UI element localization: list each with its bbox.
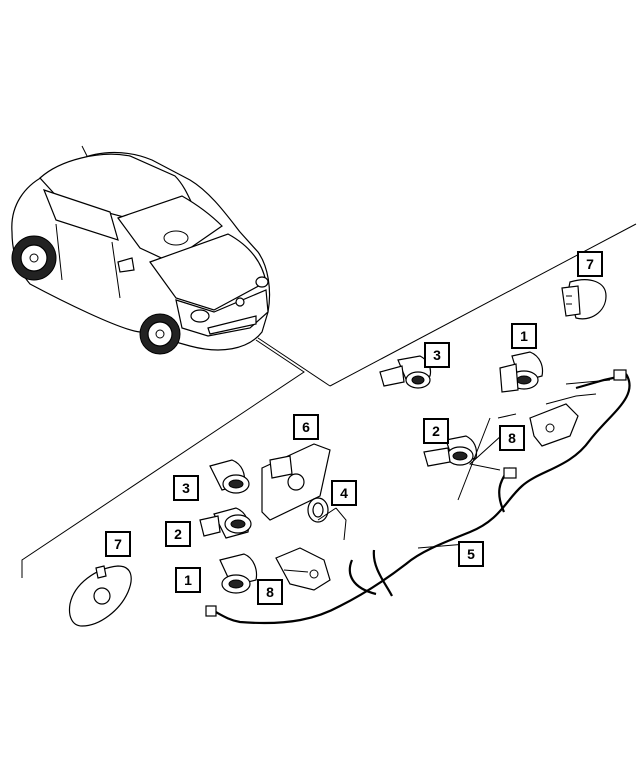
callout-8-lower: 8 xyxy=(257,579,283,605)
svg-text:6: 6 xyxy=(302,419,310,435)
callout-1-upper: 1 xyxy=(511,323,537,349)
svg-text:1: 1 xyxy=(520,328,528,344)
bumper-cover-part-7-upper xyxy=(561,279,607,320)
sensor-part-1-upper xyxy=(499,351,544,393)
callout-1-lower: 1 xyxy=(175,567,201,593)
bracket-part-8-lower xyxy=(275,547,331,591)
callout-8-upper: 8 xyxy=(499,425,525,451)
bezel-part-6 xyxy=(261,443,331,521)
sensor-part-2-upper xyxy=(423,435,478,467)
bracket-part-8-upper xyxy=(529,403,579,447)
bumper-cover-part-7-lower xyxy=(68,565,132,627)
callout-4: 4 xyxy=(331,480,357,506)
callout-3-lower: 3 xyxy=(173,475,199,501)
callout-7-lower: 7 xyxy=(105,531,131,557)
svg-text:7: 7 xyxy=(114,536,122,552)
callout-2-upper: 2 xyxy=(423,418,449,444)
ring-part-4 xyxy=(307,497,329,523)
svg-text:2: 2 xyxy=(174,526,182,542)
svg-text:3: 3 xyxy=(182,480,190,496)
svg-text:1: 1 xyxy=(184,572,192,588)
callout-2-lower: 2 xyxy=(165,521,191,547)
sensor-part-3-upper xyxy=(379,355,432,389)
callout-3-upper: 3 xyxy=(424,342,450,368)
svg-text:7: 7 xyxy=(586,256,594,272)
svg-text:5: 5 xyxy=(467,546,475,562)
svg-text:4: 4 xyxy=(340,485,348,501)
svg-text:8: 8 xyxy=(508,430,516,446)
svg-text:3: 3 xyxy=(433,347,441,363)
svg-text:8: 8 xyxy=(266,584,274,600)
sensor-part-3-lower xyxy=(209,459,250,494)
callout-6: 6 xyxy=(293,414,319,440)
callout-7-upper: 7 xyxy=(577,251,603,277)
sensor-part-2-lower xyxy=(199,507,252,539)
vehicle-illustration xyxy=(11,145,271,355)
svg-text:2: 2 xyxy=(432,423,440,439)
callout-5: 5 xyxy=(458,541,484,567)
sensor-part-1-lower xyxy=(219,553,258,594)
